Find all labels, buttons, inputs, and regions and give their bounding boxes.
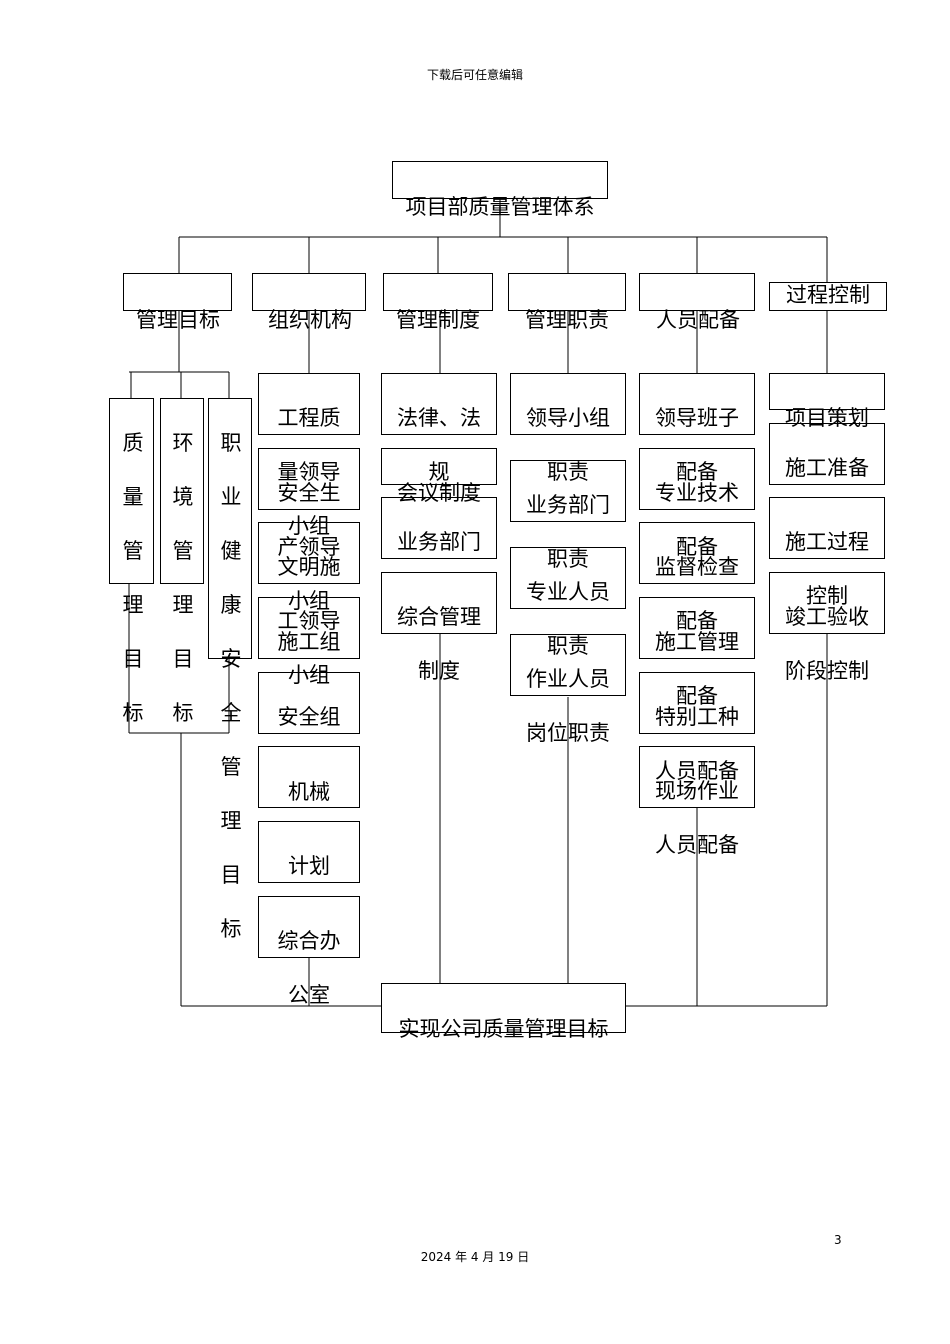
process-node-box bbox=[769, 373, 885, 410]
page-number: 3 bbox=[834, 1233, 842, 1247]
duty-node-label: 业务部门职责 bbox=[526, 493, 610, 571]
org-node-box bbox=[258, 896, 360, 958]
page-header: 下载后可任意编辑 bbox=[426, 68, 523, 82]
goal-ohs-box bbox=[208, 398, 252, 659]
category-process-label: 过程控制 bbox=[786, 283, 870, 307]
goal-env-box bbox=[160, 398, 204, 584]
category-duty-box bbox=[508, 273, 626, 311]
process-node-label: 竣工验收阶段控制 bbox=[785, 605, 869, 683]
staff-node-label: 领导班子配备 bbox=[655, 406, 739, 484]
org-node-label: 机械 bbox=[288, 780, 330, 804]
top-node-box bbox=[392, 161, 608, 199]
category-system-label: 管理制度 bbox=[396, 308, 480, 332]
category-goals-box bbox=[123, 273, 232, 311]
staff-node-label: 施工管理配备 bbox=[655, 630, 739, 708]
category-goals-label: 管理目标 bbox=[136, 308, 220, 332]
org-node-label: 综合办公室 bbox=[277, 929, 341, 1007]
process-node-box bbox=[769, 497, 885, 559]
staff-node-box bbox=[639, 522, 755, 584]
staff-node-box bbox=[639, 373, 755, 435]
org-node-label: 计划 bbox=[288, 854, 330, 878]
system-node-label: 法律、法规 bbox=[397, 406, 481, 484]
staff-node-box bbox=[639, 672, 755, 734]
category-duty-label: 管理职责 bbox=[525, 308, 609, 332]
goal-env-label: 环境管理目标 bbox=[172, 431, 194, 725]
duty-node-label: 专业人员职责 bbox=[526, 580, 610, 658]
category-staff-label: 人员配备 bbox=[656, 308, 740, 332]
process-node-box bbox=[769, 423, 885, 485]
org-node-box bbox=[258, 672, 360, 734]
system-node-label: 业务部门 bbox=[397, 530, 481, 554]
org-node-label: 安全生产领导小组 bbox=[277, 481, 341, 613]
category-org-box bbox=[252, 273, 366, 311]
org-node-box bbox=[258, 746, 360, 808]
system-node-box bbox=[381, 572, 497, 634]
bottom-node-label: 实现公司质量管理目标 bbox=[398, 1017, 609, 1041]
staff-node-box bbox=[639, 448, 755, 510]
category-system-box bbox=[383, 273, 493, 311]
org-node-box bbox=[258, 821, 360, 883]
system-node-box bbox=[381, 373, 497, 435]
process-node-label: 施工准备 bbox=[785, 456, 869, 480]
category-staff-box bbox=[639, 273, 755, 311]
system-node-label: 综合管理制度 bbox=[397, 605, 481, 683]
org-node-box bbox=[258, 522, 360, 584]
org-node-label: 安全组 bbox=[277, 705, 341, 729]
org-node-box bbox=[258, 373, 360, 435]
category-org-label: 组织机构 bbox=[268, 308, 352, 332]
staff-node-box bbox=[639, 597, 755, 659]
goal-quality-label: 质量管理目标 bbox=[122, 431, 144, 725]
bottom-node-box bbox=[381, 983, 626, 1033]
duty-node-box bbox=[510, 373, 626, 435]
staff-node-label: 现场作业人员配备 bbox=[655, 779, 739, 857]
category-process-box bbox=[769, 282, 887, 311]
goal-ohs-label: 职业健康安全管理目标 bbox=[220, 431, 242, 941]
goal-quality-box bbox=[109, 398, 154, 584]
duty-node-label: 作业人员岗位职责 bbox=[526, 667, 610, 745]
org-node-label: 施工组 bbox=[277, 630, 341, 654]
staff-node-label: 特别工种人员配备 bbox=[655, 705, 739, 783]
system-node-box bbox=[381, 497, 497, 559]
duty-node-label: 领导小组职责 bbox=[526, 406, 610, 484]
top-node-label: 项目部质量管理体系 bbox=[405, 195, 595, 219]
duty-node-box bbox=[510, 460, 626, 522]
org-node-label: 文明施工领导小组 bbox=[277, 555, 341, 687]
org-node-label: 工程质量领导小组 bbox=[277, 406, 341, 538]
system-node-label: 会议制度 bbox=[397, 481, 481, 505]
staff-node-box bbox=[639, 746, 755, 808]
process-node-label: 项目策划 bbox=[785, 406, 869, 430]
footer-date: 2024 年 4 月 19 日 bbox=[420, 1250, 530, 1264]
org-node-box bbox=[258, 597, 360, 659]
org-node-box bbox=[258, 448, 360, 510]
process-node-box bbox=[769, 572, 885, 634]
duty-node-box bbox=[510, 547, 626, 609]
staff-node-label: 专业技术配备 bbox=[655, 481, 739, 559]
duty-node-box bbox=[510, 634, 626, 696]
process-node-label: 施工过程控制 bbox=[785, 530, 869, 608]
system-node-box bbox=[381, 448, 497, 485]
staff-node-label: 监督检查配备 bbox=[655, 555, 739, 633]
